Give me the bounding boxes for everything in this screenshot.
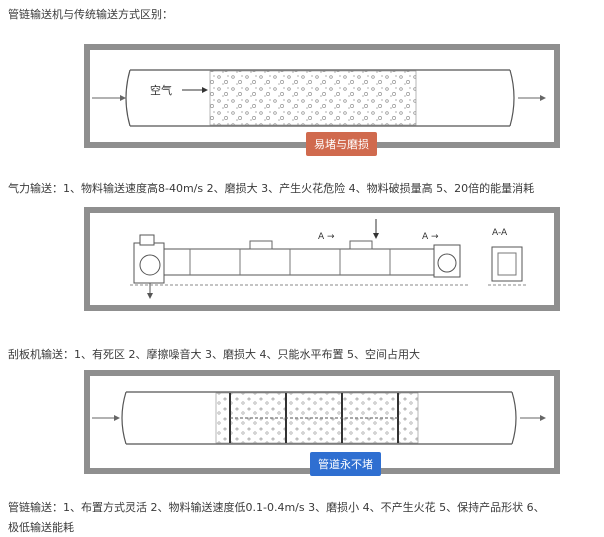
scraper-machine-diagram: A → A → A-A [130,219,526,299]
pneumatic-diagram-panel: 空气 易堵与磨损 [84,44,560,156]
chain-caption-line1: 管链输送：1、布置方式灵活 2、物料输送速度低0.1-0.4m/s 3、磨损小 … [8,501,545,514]
page-title: 管链输送机与传统输送方式区别： [8,8,173,21]
never-clog-badge: 管道永不堵 [310,452,381,476]
section-view-label: A-A [492,228,508,238]
section-label-a1: A → [318,232,335,242]
scraper-diagram-panel: A → A → A-A [84,207,560,311]
chain-pipe-diagram [92,391,546,445]
air-label: 空气 [150,83,172,97]
section-label-a2: A → [422,232,439,242]
scraper-caption: 刮板机输送：1、有死区 2、摩擦噪音大 3、磨损大 4、只能水平布置 5、空间占… [8,348,420,361]
chain-diagram-panel: 管道永不堵 [84,370,560,476]
pneumatic-pipe-diagram: 空气 [92,69,546,127]
clog-wear-badge: 易堵与磨损 [306,132,377,156]
chain-caption-line2: 极低输送能耗 [8,521,74,534]
pneumatic-caption: 气力输送：1、物料输送速度高8-40m/s 2、磨损大 3、产生火花危险 4、物… [8,182,535,195]
